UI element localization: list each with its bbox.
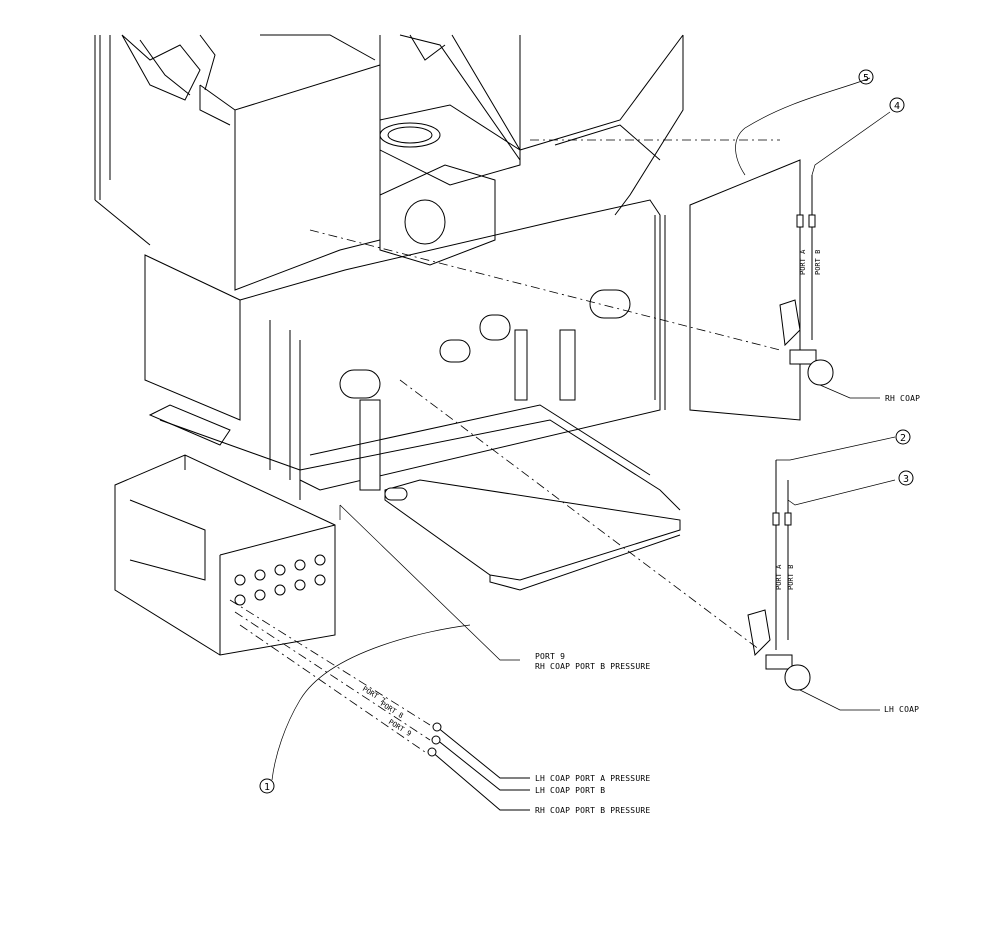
svg-text:3: 3 [903, 474, 909, 485]
balloon-3: 3 [898, 470, 914, 486]
lh-port-b-callout: LH COAP PORT B [535, 786, 605, 795]
rh-coap-callout: RH COAP [885, 394, 920, 403]
lh-coap-assembly [399, 379, 896, 711]
svg-text:1: 1 [264, 782, 270, 793]
rh-port-b-pressure-callout: RH COAP PORT B PRESSURE [535, 806, 650, 815]
electrical-box [114, 454, 336, 656]
port9-callout-title: PORT 9 [535, 652, 565, 661]
motor-group [339, 289, 631, 491]
balloon-5: 5 [858, 69, 874, 85]
panel-port-8-label: PORT 8 [379, 700, 405, 720]
balloon-2: 2 [895, 429, 911, 445]
lh-coap-callout: LH COAP [884, 705, 919, 714]
rh-port-b-label: PORT B [814, 250, 822, 275]
svg-text:4: 4 [894, 101, 900, 112]
rh-coap-panel [689, 159, 801, 421]
port9-callout-desc: RH COAP PORT B PRESSURE [535, 662, 650, 671]
rh-coap-assembly [309, 77, 891, 421]
balloon-1: 1 [259, 778, 275, 794]
lh-port-b-label: PORT B [787, 565, 795, 590]
balloon-4: 4 [889, 97, 905, 113]
machine-assembly [94, 34, 684, 656]
rh-port-a-label: PORT A [799, 249, 807, 275]
lh-port-a-pressure-callout: LH COAP PORT A PRESSURE [535, 774, 650, 783]
svg-text:5: 5 [863, 73, 869, 84]
svg-text:2: 2 [900, 433, 906, 444]
lh-port-a-label: PORT A [775, 564, 783, 590]
panel-hoses [229, 504, 530, 811]
